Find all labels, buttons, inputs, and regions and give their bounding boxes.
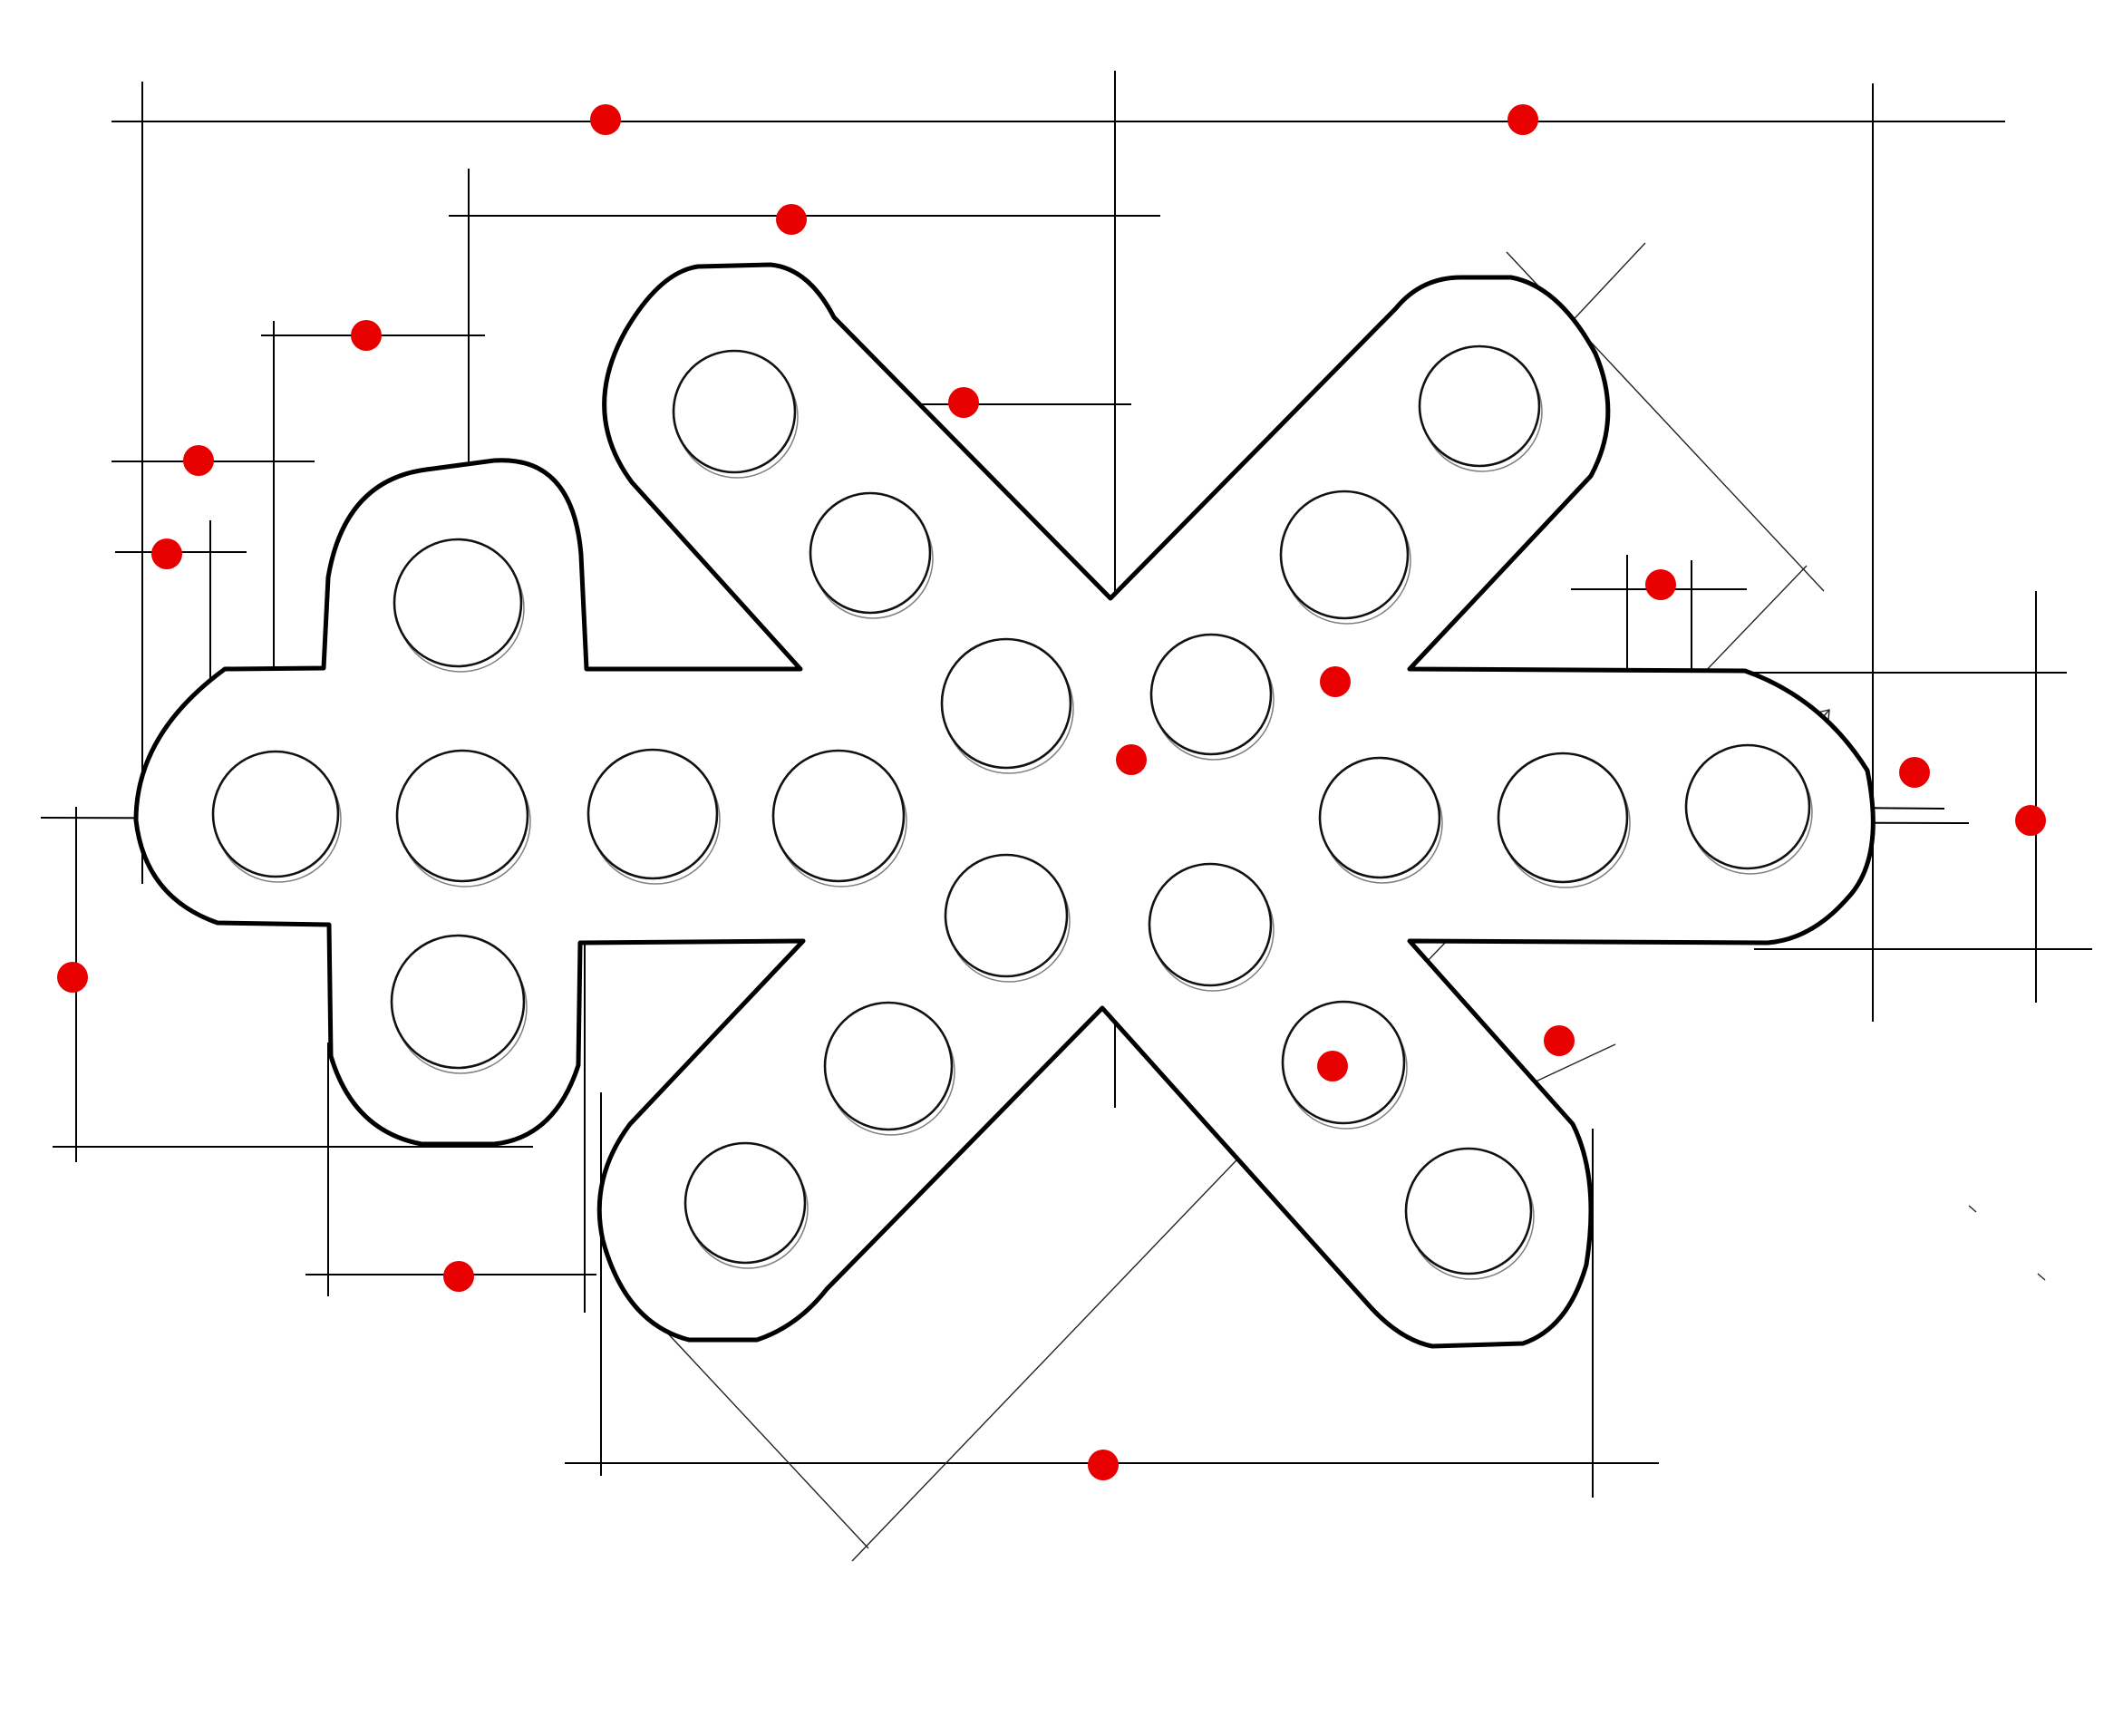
hole-circle [395, 749, 529, 883]
hole [1684, 743, 1813, 875]
hole [1418, 344, 1543, 472]
hole [823, 1001, 955, 1136]
hole-circle [944, 853, 1069, 978]
hole [1149, 633, 1275, 761]
hole [809, 491, 934, 619]
hole-circle [1404, 1147, 1533, 1275]
hole [1497, 752, 1631, 888]
dimension-marker[interactable] [590, 104, 621, 135]
hole-circle [809, 491, 932, 615]
hole-circle [940, 637, 1072, 770]
hole-circle [211, 750, 340, 878]
hole-circle [586, 748, 719, 880]
dimension-marker[interactable] [1116, 744, 1147, 775]
dimension-marker[interactable] [1317, 1051, 1348, 1081]
hole-circle [1279, 490, 1410, 620]
hole [395, 749, 531, 887]
dimension-marker[interactable] [1544, 1025, 1575, 1056]
hole-circle [393, 538, 523, 668]
dimension-marker[interactable] [443, 1261, 474, 1292]
hole [771, 749, 907, 887]
hole [390, 934, 528, 1074]
dimension-marker[interactable] [1645, 569, 1676, 600]
hole [672, 349, 799, 479]
hole-circle [1149, 633, 1273, 756]
dimension-marker[interactable] [1320, 666, 1351, 697]
hole [940, 637, 1074, 774]
dimension-markers [57, 104, 2046, 1480]
hole-circle [672, 349, 797, 474]
hole [1148, 862, 1275, 992]
dimension-marker[interactable] [183, 445, 214, 476]
dimension-marker[interactable] [776, 204, 807, 235]
hole-circle [683, 1141, 807, 1265]
hole [211, 750, 342, 883]
hole [1279, 490, 1411, 625]
dimension-marker[interactable] [57, 962, 88, 993]
dimension-marker[interactable] [2015, 805, 2046, 836]
hole-circle [771, 749, 906, 883]
hole-circle [1497, 752, 1629, 884]
hole-circle [1684, 743, 1811, 870]
hole [944, 853, 1071, 983]
hole [393, 538, 525, 673]
hole-circle [390, 934, 526, 1070]
hole-circle [1418, 344, 1541, 468]
holes-group [211, 344, 1813, 1280]
dimension-marker[interactable] [948, 387, 979, 418]
hole-circle [1318, 756, 1441, 879]
hole [1318, 756, 1443, 884]
hole [683, 1141, 809, 1269]
dimension-marker[interactable] [1507, 104, 1538, 135]
dimension-marker[interactable] [1899, 757, 1930, 788]
hole-circle [823, 1001, 954, 1131]
part-outline [133, 262, 1876, 1349]
dimension-marker[interactable] [151, 538, 182, 569]
dimension-marker[interactable] [351, 320, 382, 351]
dimension-marker[interactable] [1088, 1450, 1119, 1480]
hole [1404, 1147, 1535, 1280]
hole-circle [1148, 862, 1273, 987]
hole [586, 748, 721, 885]
